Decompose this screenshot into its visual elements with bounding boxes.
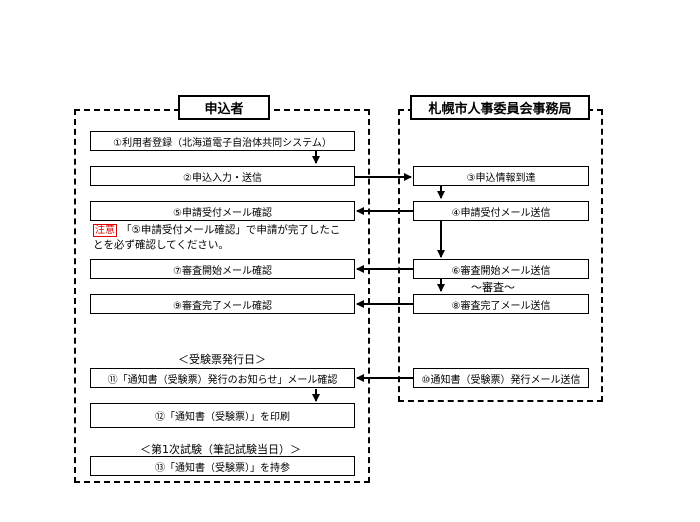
step-13-bring-notice: ⑬「通知書（受験票）」を持参 (90, 456, 355, 476)
review-label: ～審査～ (471, 281, 515, 294)
caution-tag: 注意 (93, 224, 117, 237)
step-3-application-received: ③申込情報到達 (413, 166, 589, 186)
step-11-confirm-notice-mail: ⑪「通知書（受験票）発行のお知らせ」メール確認 (90, 368, 355, 388)
step-5-confirm-receipt: ⑤申請受付メール確認 (90, 201, 355, 221)
step-12-print-notice: ⑫「通知書（受験票）」を印刷 (90, 403, 355, 428)
caution-line-1: 「⑤申請受付メール確認」で申請が完了したこ (121, 224, 341, 236)
step-7-confirm-review-start: ⑦審査開始メール確認 (90, 259, 355, 279)
step-1-register: ①利用者登録（北海道電子自治体共同システム） (90, 131, 355, 151)
step-8-send-review-complete-mail: ⑧審査完了メール送信 (413, 294, 589, 314)
step-6-send-review-start-mail: ⑥審査開始メール送信 (413, 259, 589, 279)
exam-day-label: ＜第1次試験（筆記試験当日）＞ (140, 443, 301, 456)
ticket-issue-day-label: ＜受験票発行日＞ (178, 353, 266, 366)
caution-note: 注意「⑤申請受付メール確認」で申請が完了したこ とを必ず確認してください。 (93, 223, 363, 252)
step-9-confirm-review-complete: ⑨審査完了メール確認 (90, 294, 355, 314)
office-lane-title: 札幌市人事委員会事務局 (410, 95, 590, 120)
caution-line-2: とを必ず確認してください。 (93, 239, 229, 251)
step-10-send-notice-issued-mail: ⑩通知書（受験票）発行メール送信 (413, 368, 589, 388)
step-2-submit: ②申込入力・送信 (90, 166, 355, 186)
step-4-send-receipt-mail: ④申請受付メール送信 (413, 201, 589, 221)
applicant-lane-title: 申込者 (178, 95, 270, 120)
